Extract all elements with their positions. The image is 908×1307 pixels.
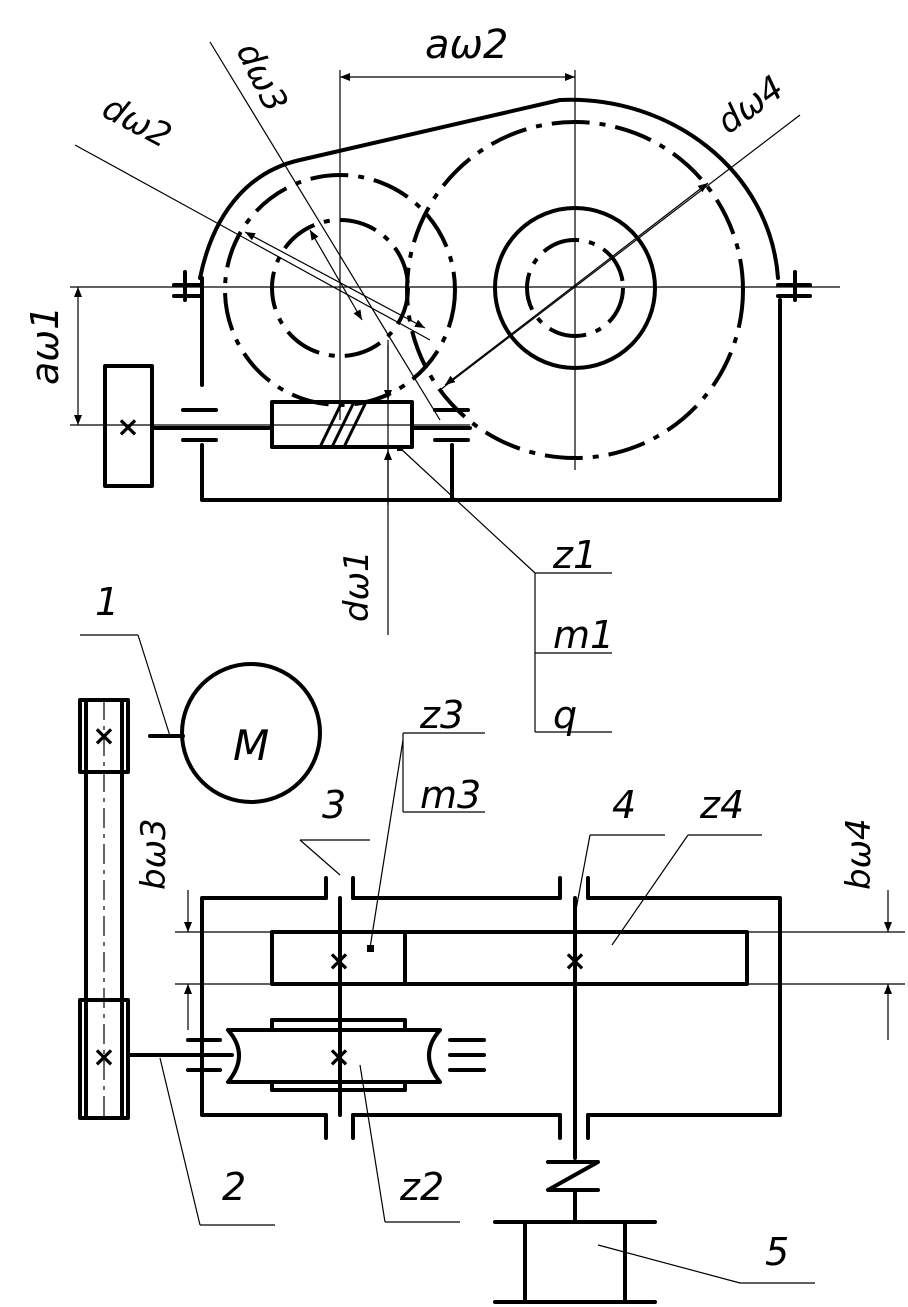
label-5: 5	[765, 1230, 789, 1274]
worm-right-bearing	[433, 408, 470, 442]
label-z3: z3	[419, 693, 464, 737]
label-q: q	[553, 693, 577, 737]
label-m3: m3	[420, 773, 481, 817]
label-aw1: aω1	[23, 306, 67, 385]
label-z4: z4	[699, 783, 744, 827]
param-table-top	[534, 572, 612, 733]
label-bw4: bω4	[839, 818, 879, 890]
label-z2: z2	[399, 1165, 444, 1209]
housing-bottom	[200, 298, 782, 502]
label-4: 4	[612, 783, 636, 827]
label-dw2: dω2	[96, 88, 178, 157]
worm-wheel-body	[226, 1028, 442, 1084]
dim-line-dw4	[439, 114, 801, 391]
coupling-spring	[546, 1160, 600, 1192]
leader-z1	[399, 447, 536, 574]
lower-pulley	[78, 998, 130, 1120]
housing-outline	[198, 97, 780, 280]
left-flange	[172, 270, 204, 302]
dim-line-dw2	[74, 144, 431, 341]
label-2: 2	[222, 1165, 246, 1209]
gear3-cross: ×	[327, 944, 350, 977]
housing-bearings	[186, 876, 590, 1140]
dim-line-dw3	[209, 41, 441, 421]
label-dw1: dω1	[337, 550, 377, 622]
label-3: 3	[322, 783, 346, 827]
reducer-section-view: ×	[70, 41, 840, 733]
label-motor: M	[233, 721, 269, 770]
lower-pulley-cross: ×	[92, 1040, 115, 1073]
kinematic-scheme: × × × ×	[78, 634, 905, 1304]
label-dw3: dω3	[228, 36, 295, 118]
upper-pulley-cross: ×	[92, 719, 115, 752]
label-aw2: aω2	[425, 22, 508, 68]
motor-circle	[180, 662, 322, 804]
leader-5	[597, 1244, 741, 1284]
label-m1: m1	[553, 613, 614, 657]
worm-left-bearing	[181, 408, 218, 442]
right-flange	[776, 270, 812, 302]
label-1: 1	[95, 580, 119, 624]
gear4-cross: ×	[563, 944, 586, 977]
label-z1: z1	[552, 533, 597, 577]
pulley-cross-mark: ×	[116, 410, 139, 443]
label-bw3: bω3	[134, 818, 174, 890]
input-pulley	[103, 364, 154, 488]
worm-wheel-cross: ×	[327, 1040, 350, 1073]
worm-thread	[318, 400, 368, 449]
gearbox-housing	[200, 896, 782, 1117]
upper-pulley	[78, 698, 130, 774]
